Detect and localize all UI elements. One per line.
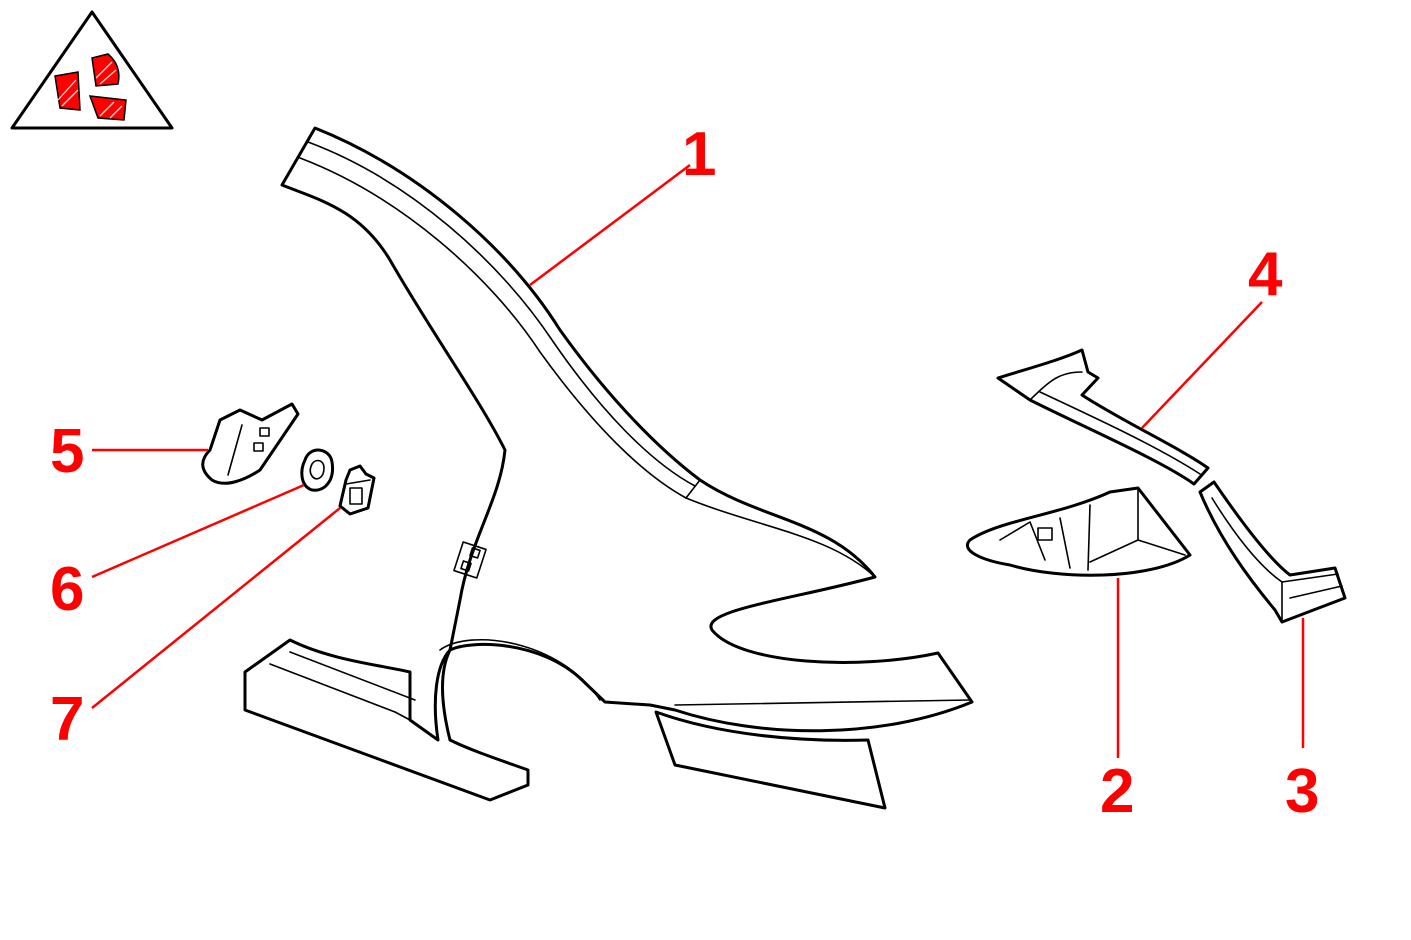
leader-line-7 [91,507,341,709]
leader-line-6 [91,483,305,579]
leader-line-1 [529,164,691,286]
callout-3: 3 [1285,757,1319,826]
callout-2: 2 [1100,757,1134,826]
roof-rail-inner-reinforcement [996,348,1210,486]
callout-4: 4 [1248,240,1283,309]
leader-lines [91,164,1305,758]
leader-line-4 [1141,301,1263,429]
callout-5: 5 [50,417,84,486]
clip [338,464,376,516]
quarter-panel-vent [453,541,487,579]
callout-6: 6 [50,555,84,624]
callout-labels: 1 2 3 4 5 6 7 [50,120,1319,826]
callout-1: 1 [682,120,716,189]
mounting-bracket [201,402,300,485]
rear-quarter-panel [243,126,974,810]
c-pillar-lower-reinforcement [1198,480,1347,624]
callout-7: 7 [50,685,84,754]
body-panels-warning-triangle-icon [10,10,174,130]
grommet [300,448,335,492]
wheelhouse-inner-panel [966,486,1192,577]
